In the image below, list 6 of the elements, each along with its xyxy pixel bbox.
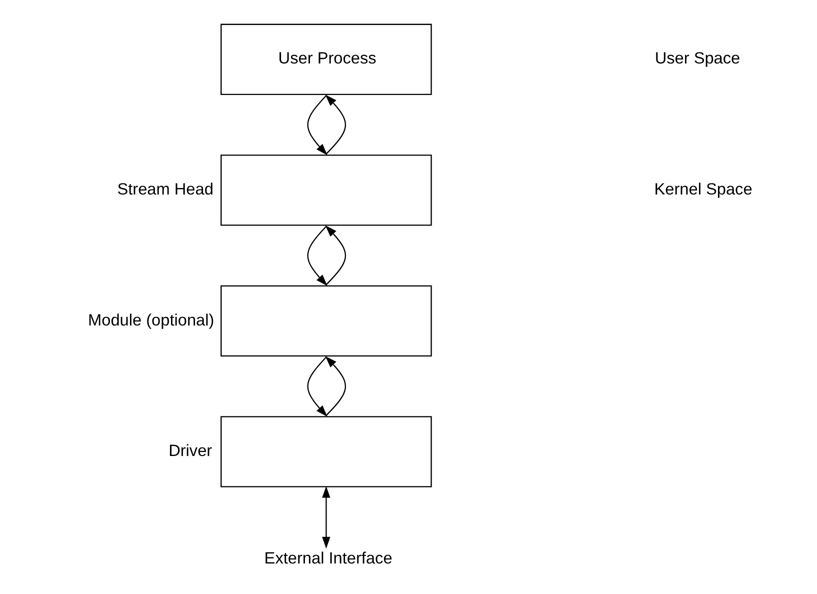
- node-text: External Interface: [264, 549, 392, 568]
- label: User Space: [654, 50, 740, 68]
- label: Kernel Space: [654, 180, 752, 198]
- node-label: Stream Head: [117, 180, 214, 198]
- node-label: Module (optional): [88, 311, 214, 330]
- node-label: Driver: [168, 442, 212, 460]
